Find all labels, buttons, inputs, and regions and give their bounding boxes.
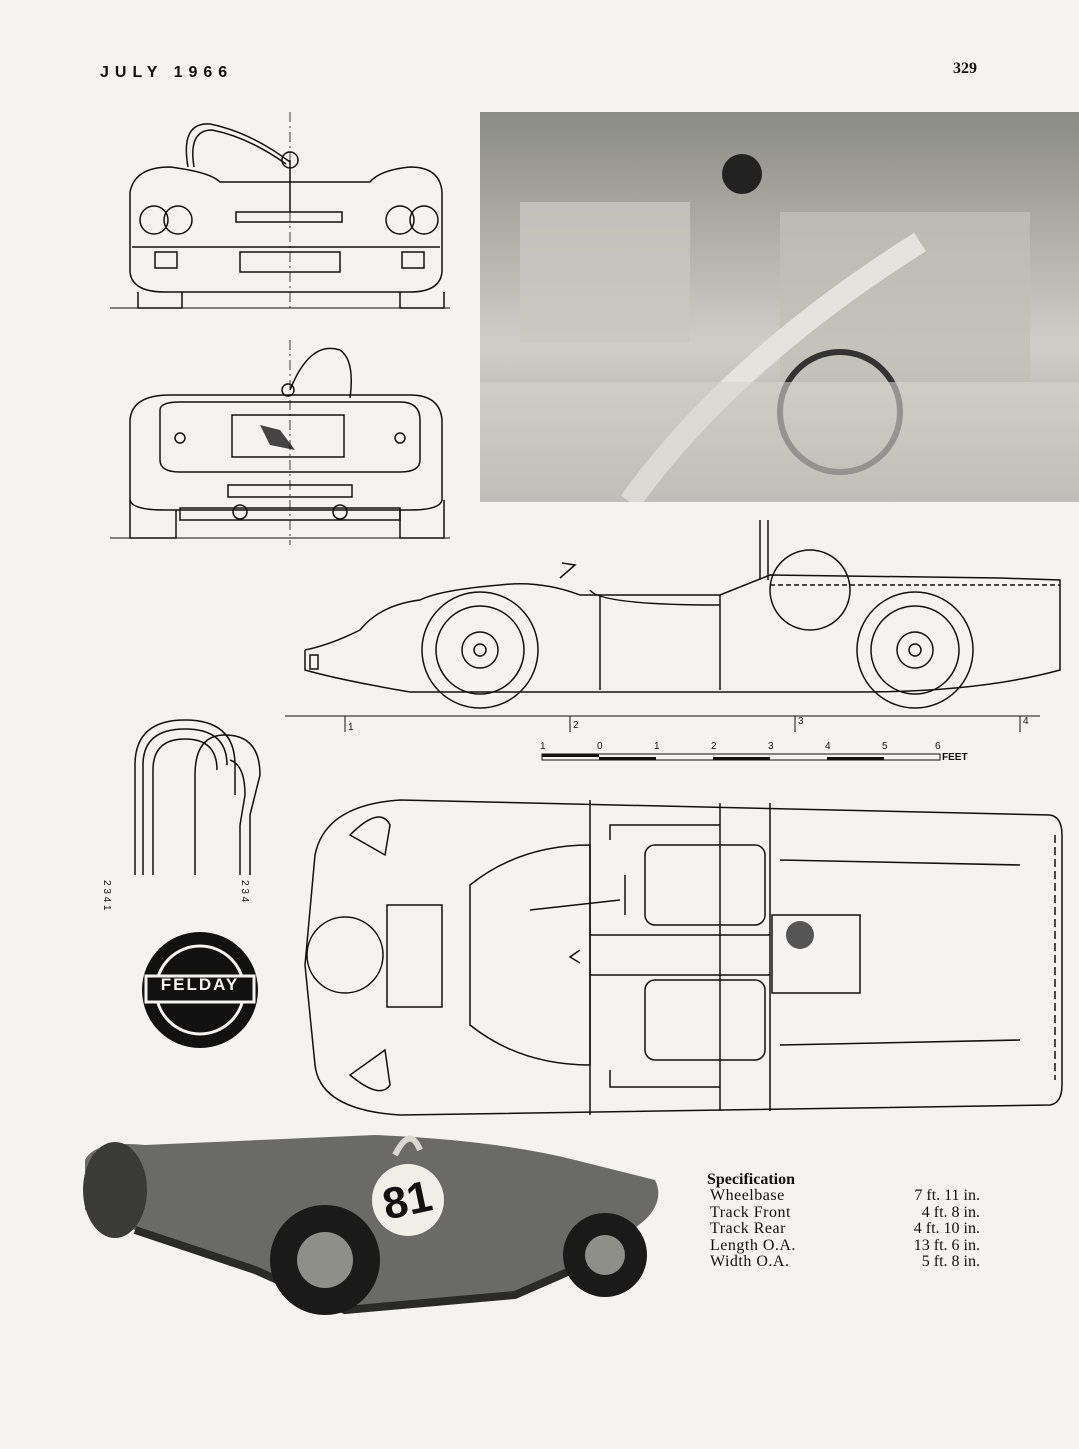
plan-view-drawing — [304, 799, 1063, 1116]
spec-label: Width O.A. — [710, 1253, 790, 1270]
wheelbase-ruler — [285, 715, 1040, 732]
issue-date: JULY 1966 — [100, 64, 234, 81]
spec-label: Wheelbase — [710, 1187, 785, 1204]
scale-bar — [541, 753, 941, 761]
car-number: 81 — [378, 1171, 437, 1230]
scale-label-0: 0 — [597, 741, 603, 752]
felday-logo — [142, 932, 258, 1048]
scale-unit: FEET — [942, 752, 968, 763]
felday-logo-text: FELDAY — [160, 975, 240, 994]
rear-view-drawing — [110, 340, 450, 545]
cockpit-photo — [480, 112, 1079, 502]
spec-label: Track Rear — [710, 1220, 786, 1237]
scale-label-4: 4 — [825, 741, 831, 752]
spec-value: 4 ft. 8 in. — [921, 1204, 980, 1221]
spec-title: Specification — [707, 1171, 795, 1188]
spec-value: 4 ft. 10 in. — [913, 1220, 980, 1237]
scale-label-minus1: 1 — [540, 741, 546, 752]
spec-row-wheelbase: Wheelbase 7 ft. 11 in. — [710, 1187, 980, 1204]
spec-value: 7 ft. 11 in. — [914, 1187, 980, 1204]
scale-label-1: 1 — [654, 741, 660, 752]
scale-label-2: 2 — [711, 741, 717, 752]
spec-label: Length O.A. — [710, 1237, 796, 1254]
spec-row-length: Length O.A. 13 ft. 6 in. — [710, 1237, 980, 1254]
page-number: 329 — [953, 60, 977, 77]
scale-label-3: 3 — [768, 741, 774, 752]
spec-value: 5 ft. 8 in. — [921, 1253, 980, 1270]
spec-row-track-rear: Track Rear 4 ft. 10 in. — [710, 1220, 980, 1237]
rollbar-section-drawing — [134, 719, 261, 875]
ruler-mark-1: 1 — [348, 722, 354, 733]
ruler-mark-2: 2 — [573, 720, 579, 731]
spec-row-width: Width O.A. 5 ft. 8 in. — [710, 1253, 980, 1270]
spec-row-track-front: Track Front 4 ft. 8 in. — [710, 1204, 980, 1221]
rollbar-label-right: 2 3 4 — [239, 880, 250, 903]
scale-label-5: 5 — [882, 741, 888, 752]
front-view-drawing — [110, 112, 450, 312]
spec-value: 13 ft. 6 in. — [913, 1237, 980, 1254]
cockpit-photo-detail — [480, 154, 1079, 502]
side-view-drawing — [304, 520, 1061, 709]
ruler-mark-4: 4 — [1023, 716, 1029, 727]
car-photo — [83, 1135, 659, 1315]
spec-label: Track Front — [710, 1204, 791, 1221]
scale-label-6: 6 — [935, 741, 941, 752]
ruler-mark-3: 3 — [798, 716, 804, 727]
rollbar-label-left: 2 3 4 1 — [101, 880, 112, 911]
